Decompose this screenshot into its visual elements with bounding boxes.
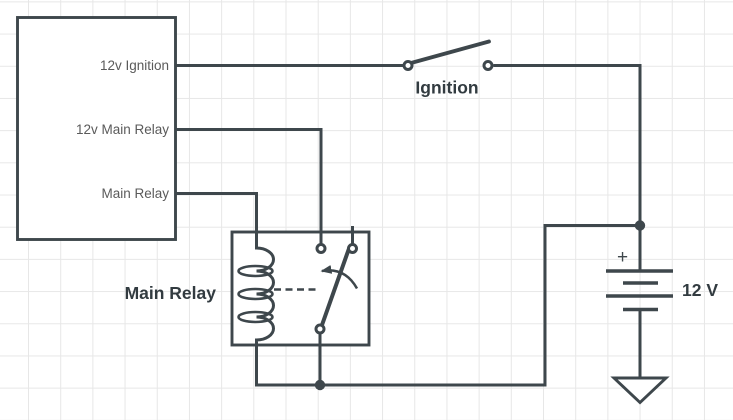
relay-coil bbox=[255, 232, 275, 346]
ecu-block[interactable]: 12v Ignition 12v Main Relay Main Relay bbox=[16, 16, 177, 241]
ecu-box-outline bbox=[16, 16, 177, 241]
relay-coil-loop-2 bbox=[237, 287, 274, 301]
relay-contact-terminal-left bbox=[315, 243, 327, 254]
ground-symbol-icon bbox=[610, 376, 670, 405]
ignition-switch-lever[interactable] bbox=[409, 39, 491, 65]
ecu-pin-label-12v-ignition: 12v Ignition bbox=[100, 58, 169, 73]
ignition-switch[interactable]: Ignition bbox=[402, 39, 494, 98]
wire-ecu-to-relay-coil[interactable] bbox=[176, 192, 258, 235]
ecu-pin-label-main-relay: Main Relay bbox=[101, 186, 169, 201]
ground[interactable] bbox=[610, 309, 670, 405]
wire-ecu-to-relay-contact[interactable] bbox=[176, 128, 323, 246]
relay-coil-loop-3 bbox=[237, 310, 274, 324]
ignition-switch-label: Ignition bbox=[415, 78, 478, 98]
junction-dot-bottom bbox=[314, 379, 326, 391]
main-relay[interactable]: Main Relay bbox=[125, 226, 359, 346]
relay-contact-terminal-right bbox=[347, 243, 358, 254]
wire-ground-bus[interactable] bbox=[255, 224, 641, 387]
ecu-pin-label-12v-main-relay: 12v Main Relay bbox=[76, 122, 169, 137]
battery-voltage-label: 12 V bbox=[682, 280, 718, 300]
ignition-switch-left-terminal bbox=[402, 60, 414, 71]
relay-switch-blade bbox=[320, 246, 351, 327]
relay-coil-loop-1 bbox=[237, 264, 274, 278]
main-relay-label: Main Relay bbox=[125, 283, 217, 303]
ignition-switch-right-terminal bbox=[482, 60, 494, 71]
battery[interactable]: + 12 V bbox=[606, 247, 718, 312]
wire-ignition-switch-to-battery[interactable] bbox=[493, 64, 642, 272]
junction-dot-right bbox=[634, 220, 646, 231]
battery-plus-sign: + bbox=[617, 247, 628, 268]
relay-common-terminal bbox=[314, 323, 326, 335]
